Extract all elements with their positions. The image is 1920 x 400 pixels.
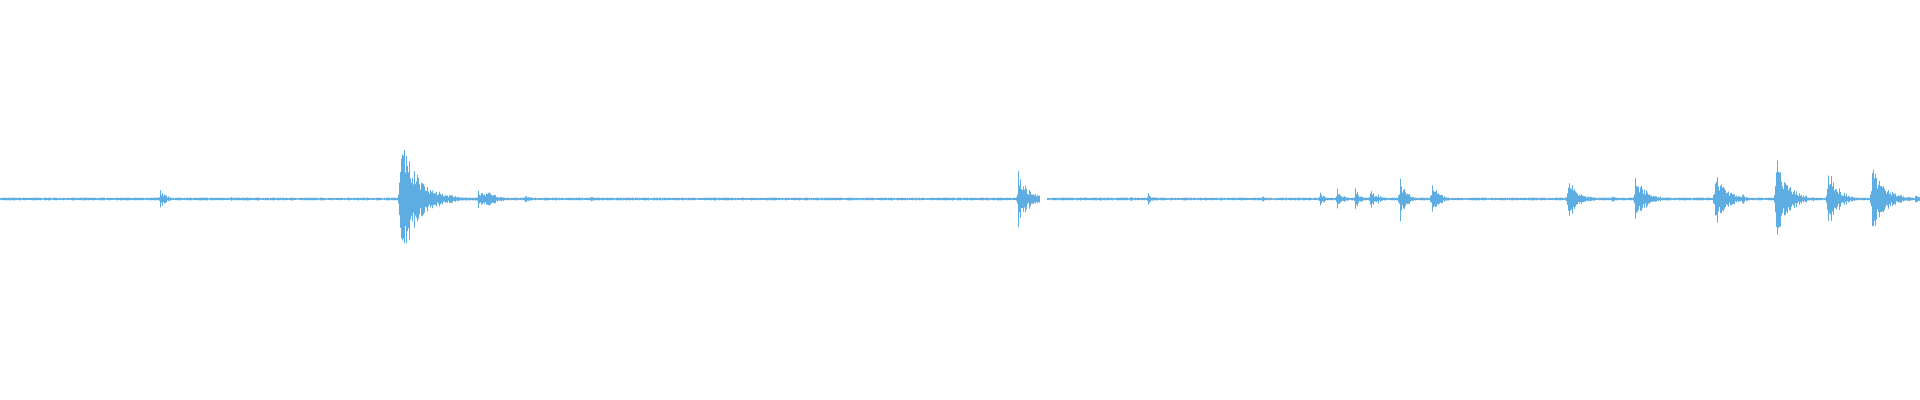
waveform-trace: [0, 150, 1920, 244]
